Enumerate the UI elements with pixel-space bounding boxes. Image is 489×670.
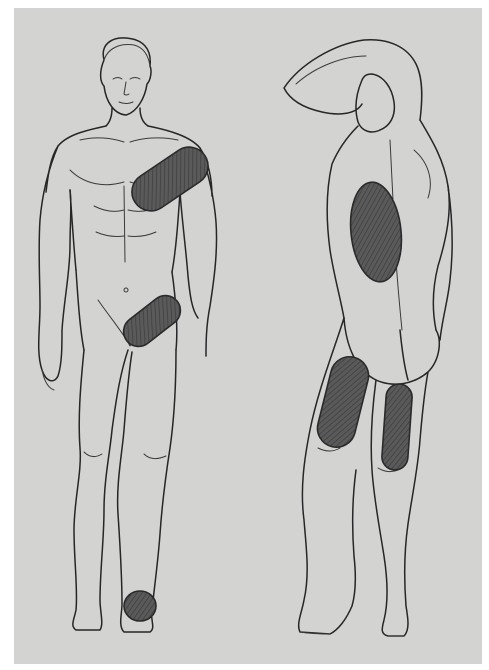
marked-zone-left-heel [124,591,156,621]
marked-zone-calf [381,383,413,471]
back-shoulder-blade [414,150,430,198]
back-hanging-arm [440,186,452,340]
front-navel [124,288,128,292]
marked-zone-chest-right [125,140,216,218]
front-left-arm [39,146,71,381]
front-right-leg [118,350,176,632]
front-knees [84,452,166,459]
back-head-outline [356,74,394,132]
front-left-leg [73,350,128,630]
front-clavicles [80,138,178,142]
back-raised-arm [284,40,422,120]
front-view-marked-zones [118,140,216,621]
back-view-figure [284,40,452,636]
front-nose [124,82,129,95]
front-right-eye [130,78,140,80]
front-left-eye [113,78,122,80]
front-mouth [119,102,133,104]
back-view-marked-zones [313,180,413,471]
front-neck [106,108,148,126]
front-hair [104,45,150,66]
marked-zone-back-of-thigh [313,353,372,451]
back-raised-forearm [296,56,366,84]
